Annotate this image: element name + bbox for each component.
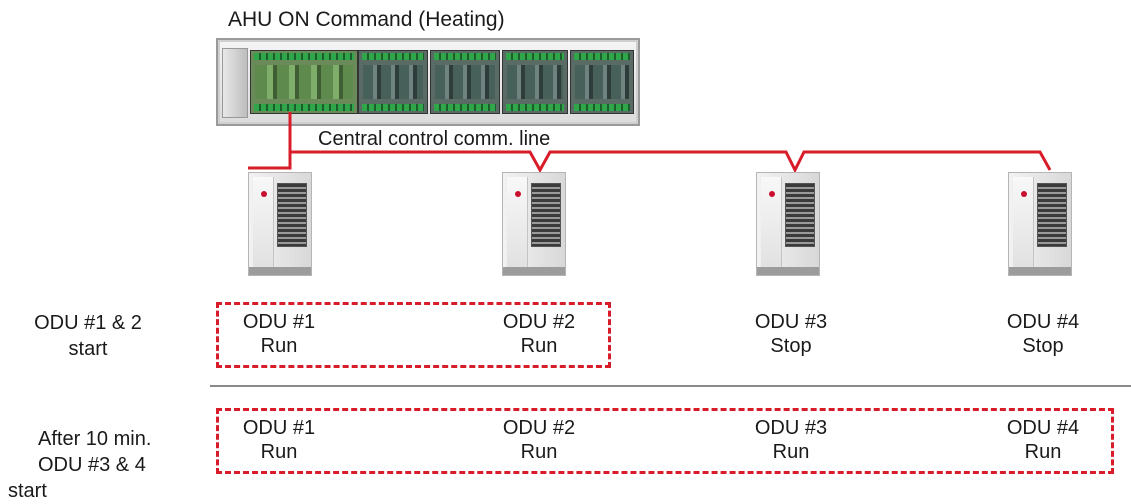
stage2-label: After 10 min. ODU #3 & 4 start [8,426,198,504]
fan-grille-icon [277,183,307,247]
stage1-label: ODU #1 & 2 start [8,310,168,362]
stage2-label-line3: start [8,480,47,502]
controller-module [358,50,428,114]
ahu-controller-image [216,38,640,126]
stage1-label-line2: start [68,338,108,360]
brand-logo-icon [515,191,521,197]
stage1-odu2-status: ODU #2 Run [484,310,594,358]
odu-state: Run [520,441,558,463]
odu-state: Run [772,441,810,463]
odu-name: ODU #3 [754,417,828,439]
stage2-running-group-box [216,408,1114,474]
stage1-running-group-box [216,302,611,368]
stage2-odu2-status: ODU #2 Run [484,416,594,464]
stage1-odu3-status: ODU #3 Stop [736,310,846,358]
comm-line-label: Central control comm. line [318,128,551,150]
controller-module [502,50,568,114]
fan-grille-icon [531,183,561,247]
odu-name: ODU #4 [1006,417,1080,439]
stage2-odu4-status: ODU #4 Run [988,416,1098,464]
stage2-label-line2: ODU #3 & 4 [38,454,146,476]
controller-endcap [222,48,248,118]
odu-1-image [248,172,312,276]
ahu-command-title: AHU ON Command (Heating) [228,8,505,31]
odu-name: ODU #1 [242,417,316,439]
fan-grille-icon [785,183,815,247]
controller-module [570,50,634,114]
stage2-label-line1: After 10 min. [38,428,152,450]
odu-3-image [756,172,820,276]
odu-state: Run [260,335,298,357]
odu-name: ODU #2 [502,311,576,333]
odu-state: Run [520,335,558,357]
odu-state: Stop [770,335,812,357]
odu-4-image [1008,172,1072,276]
stage1-label-line1: ODU #1 & 2 [34,312,142,334]
controller-module [430,50,500,114]
odu-name: ODU #3 [754,311,828,333]
central-control-comm-line [288,150,1052,174]
stage2-odu3-status: ODU #3 Run [736,416,846,464]
brand-logo-icon [1021,191,1027,197]
odu-state: Run [260,441,298,463]
odu-2-image [502,172,566,276]
odu-name: ODU #2 [502,417,576,439]
stage1-odu4-status: ODU #4 Stop [988,310,1098,358]
brand-logo-icon [769,191,775,197]
odu-name: ODU #1 [242,311,316,333]
stage1-odu1-status: ODU #1 Run [224,310,334,358]
stage-divider [210,385,1131,387]
odu-state: Run [1024,441,1062,463]
controller-module [250,50,358,114]
central-control-comm-line [248,112,292,170]
odu-state: Stop [1022,335,1064,357]
stage2-odu1-status: ODU #1 Run [224,416,334,464]
brand-logo-icon [261,191,267,197]
odu-name: ODU #4 [1006,311,1080,333]
fan-grille-icon [1037,183,1067,247]
